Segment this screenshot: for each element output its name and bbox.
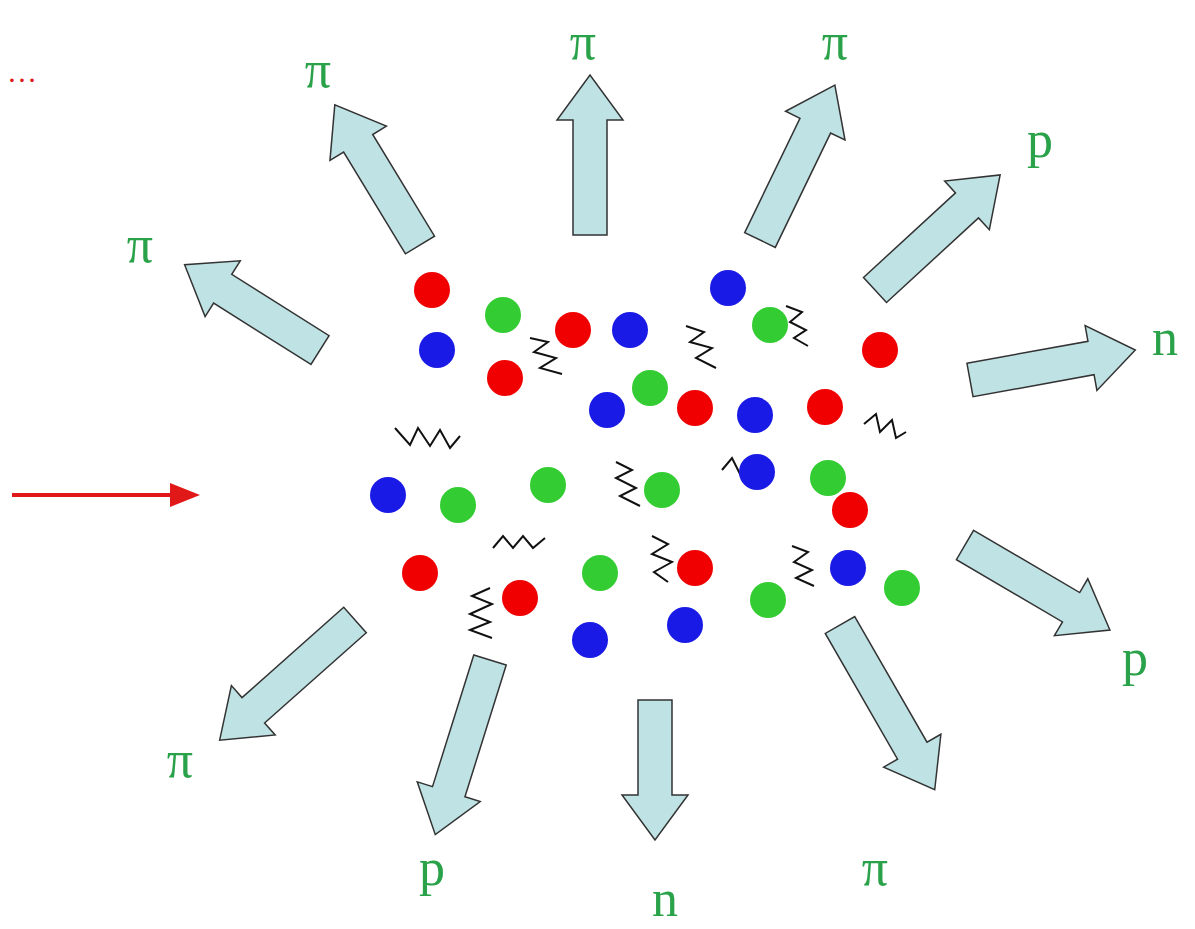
block-arrow — [198, 595, 377, 765]
block-arrow — [557, 75, 623, 235]
gluon-line — [786, 306, 808, 346]
gluons — [395, 306, 906, 638]
block-arrow — [730, 71, 864, 255]
green-quark — [752, 307, 788, 343]
block-arrow — [964, 317, 1141, 412]
particle-label: n — [652, 873, 678, 925]
green-quark — [485, 297, 521, 333]
ellipsis-note: … — [7, 57, 37, 87]
red-quark — [677, 550, 713, 586]
block-arrow — [948, 517, 1126, 659]
red-quark — [677, 390, 713, 426]
arrow-head — [170, 483, 200, 507]
blue-quark — [667, 607, 703, 643]
block-arrow — [853, 151, 1023, 315]
green-quark — [810, 460, 846, 496]
blue-quark — [710, 270, 746, 306]
block-arrow — [167, 237, 338, 378]
blue-quark — [612, 312, 648, 348]
block-arrow — [307, 88, 449, 262]
gluon-line — [652, 536, 672, 582]
blue-quark — [572, 622, 608, 658]
gluon-line — [530, 338, 562, 374]
green-quark — [632, 370, 668, 406]
blue-quark — [419, 332, 455, 368]
particle-label: π — [167, 734, 193, 786]
red-quark — [807, 389, 843, 425]
red-quark — [402, 555, 438, 591]
gluon-line — [395, 428, 460, 448]
blue-quark — [370, 477, 406, 513]
gluon-line — [616, 462, 640, 506]
gluon-line — [686, 326, 716, 368]
red-quark — [487, 360, 523, 396]
quarks — [370, 270, 920, 658]
blue-quark — [739, 454, 775, 490]
green-quark — [582, 555, 618, 591]
block-arrow — [811, 609, 963, 807]
particle-label: π — [570, 16, 596, 68]
particle-label: p — [419, 842, 445, 894]
particle-label: π — [305, 44, 331, 96]
emission-arrows — [167, 71, 1141, 845]
block-arrow — [622, 700, 688, 840]
red-quark — [862, 332, 898, 368]
block-arrow — [404, 650, 522, 844]
green-quark — [884, 570, 920, 606]
green-quark — [644, 472, 680, 508]
particle-label: π — [862, 842, 888, 894]
green-quark — [440, 487, 476, 523]
red-quark — [502, 580, 538, 616]
blue-quark — [830, 550, 866, 586]
gluon-line — [493, 536, 545, 548]
gluon-line — [792, 546, 814, 586]
incoming-arrow — [12, 483, 200, 507]
particle-label: π — [127, 219, 153, 271]
gluon-line — [864, 414, 906, 438]
particle-label: π — [822, 16, 848, 68]
red-quark — [414, 272, 450, 308]
red-quark — [555, 312, 591, 348]
blue-quark — [737, 397, 773, 433]
particle-label: p — [1027, 114, 1053, 166]
green-quark — [750, 582, 786, 618]
red-quark — [832, 492, 868, 528]
blue-quark — [589, 392, 625, 428]
green-quark — [530, 467, 566, 503]
particle-label: p — [1122, 632, 1148, 684]
gluon-line — [470, 588, 492, 638]
particle-label: n — [1152, 312, 1178, 364]
arrow-shaft — [12, 493, 172, 497]
